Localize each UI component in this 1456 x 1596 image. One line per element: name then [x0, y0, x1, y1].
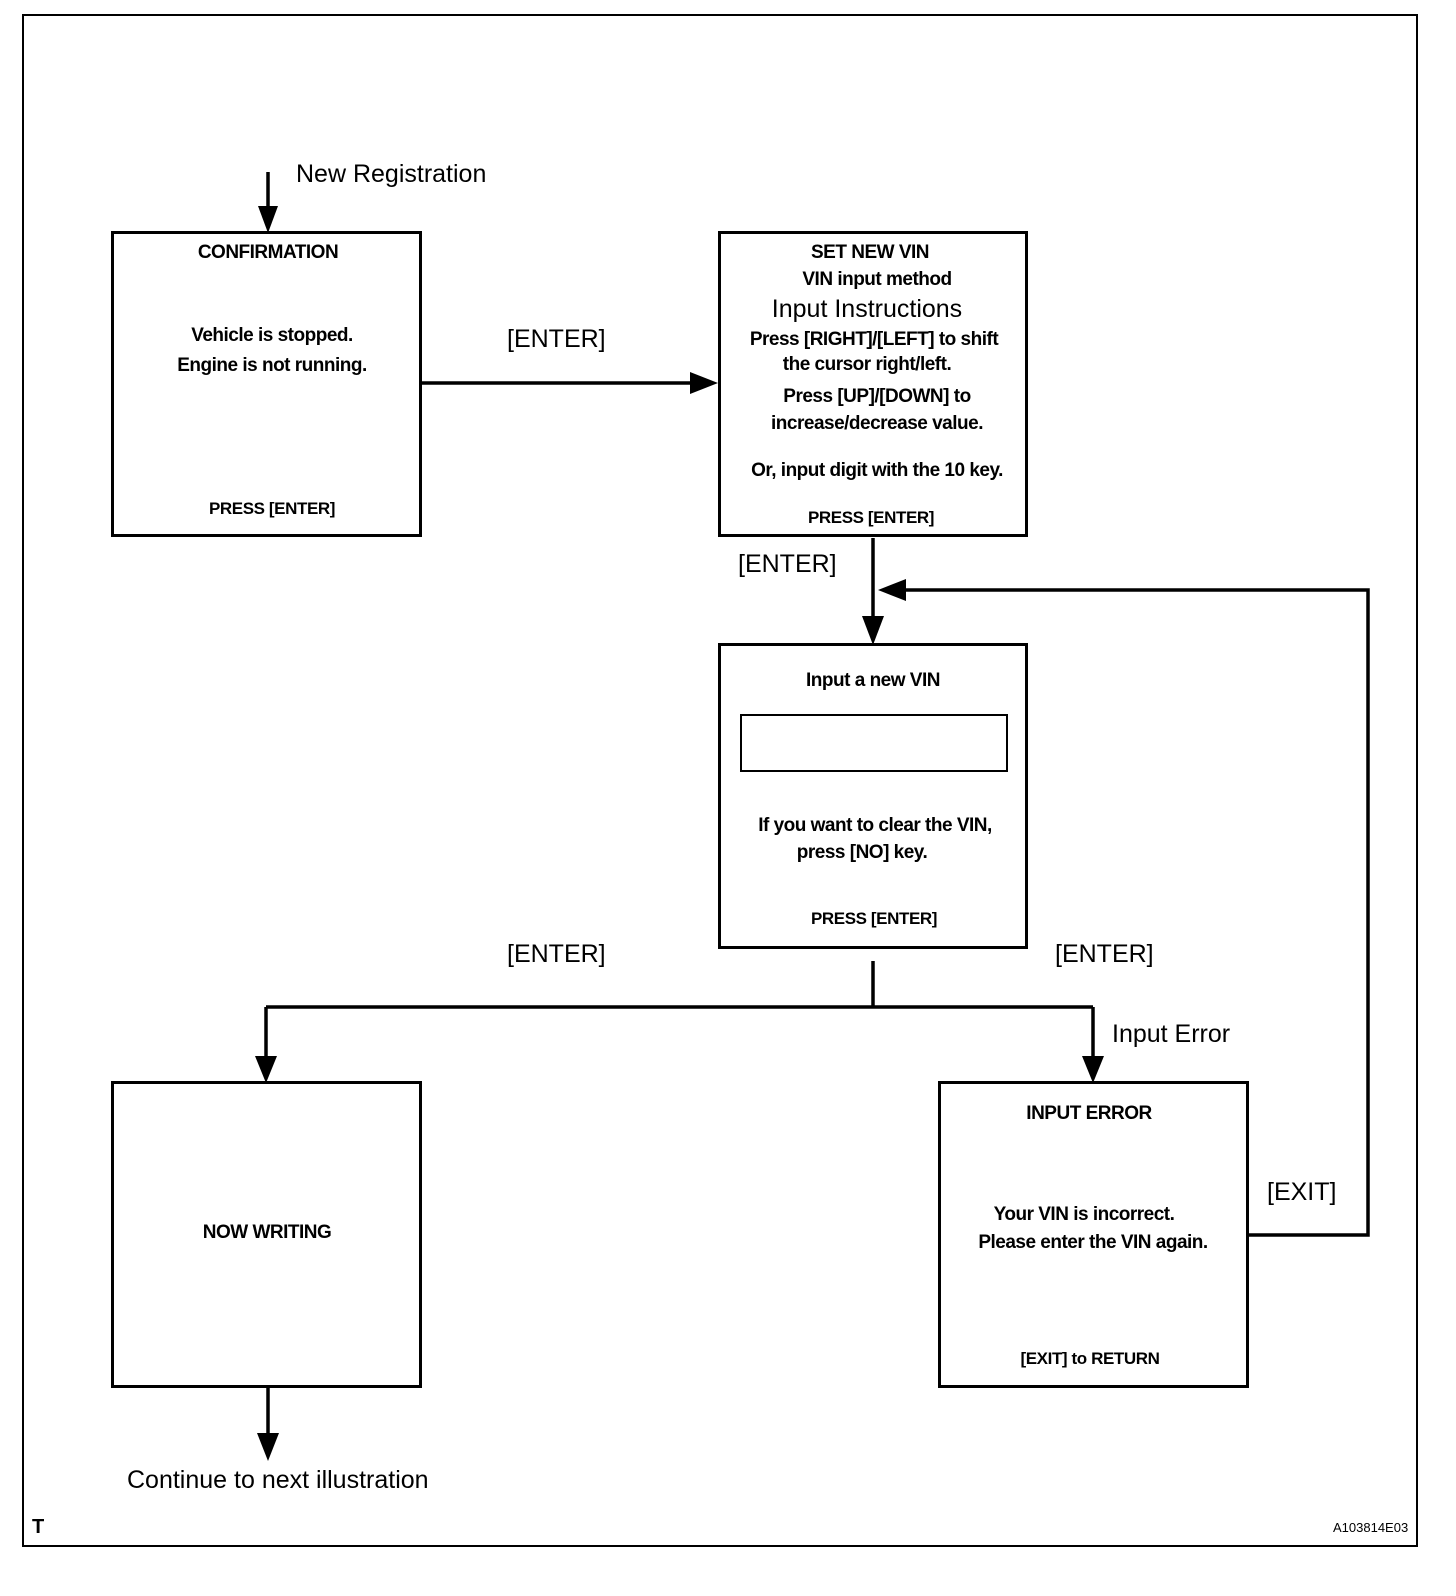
set-new-vin-subtitle: VIN input method	[802, 269, 952, 290]
branch-left-arrowhead	[255, 1056, 277, 1083]
input-error-line-1: Your VIN is incorrect.	[993, 1204, 1175, 1225]
set-new-vin-line-1: Press [RIGHT]/[LEFT] to shift	[749, 329, 999, 350]
confirmation-footer: PRESS [ENTER]	[208, 499, 336, 518]
branch-right-arrowhead	[1082, 1056, 1104, 1083]
enter-arrowhead-2	[862, 616, 884, 645]
input-error-label: Input Error	[1112, 1020, 1231, 1048]
input-instructions-heading: Input Instructions	[771, 295, 963, 323]
exit-loop-line	[906, 588, 1370, 1237]
enter-label-2: [ENTER]	[738, 550, 837, 578]
input-vin-screen	[718, 643, 1028, 949]
figure-code: A103814E03	[1333, 1520, 1409, 1535]
confirmation-title: CONFIRMATION	[197, 242, 339, 263]
confirmation-line-1: Vehicle is stopped.	[191, 325, 353, 346]
continue-arrowhead	[257, 1433, 279, 1461]
exit-label: [EXIT]	[1267, 1178, 1337, 1206]
input-error-line-2: Please enter the VIN again.	[978, 1232, 1208, 1253]
set-new-vin-line-4: increase/decrease value.	[771, 413, 983, 434]
input-vin-title: Input a new VIN	[806, 670, 940, 691]
enter-label-1: [ENTER]	[507, 325, 606, 353]
vin-entry-field	[740, 714, 1008, 772]
set-new-vin-line-5: Or, input digit with the 10 key.	[751, 460, 1003, 481]
set-new-vin-screen	[718, 231, 1028, 537]
enter-label-4: [ENTER]	[1055, 940, 1154, 968]
input-vin-footer: PRESS [ENTER]	[810, 909, 938, 928]
now-writing-screen	[111, 1081, 422, 1388]
entry-arrowhead	[258, 206, 278, 233]
exit-loop-arrowhead	[878, 579, 906, 601]
input-vin-line-1: If you want to clear the VIN,	[758, 815, 992, 836]
confirmation-line-2: Engine is not running.	[177, 355, 367, 376]
diagram-frame	[22, 14, 1418, 1547]
set-new-vin-line-3: Press [UP]/[DOWN] to	[783, 386, 971, 407]
enter-arrowhead-1	[690, 372, 718, 394]
input-error-footer: [EXIT] to RETURN	[1020, 1349, 1160, 1368]
confirmation-screen	[111, 231, 422, 537]
input-error-title: INPUT ERROR	[1026, 1103, 1152, 1124]
continue-label: Continue to next illustration	[127, 1466, 429, 1494]
corner-mark: T	[32, 1516, 45, 1538]
enter-label-3: [ENTER]	[507, 940, 606, 968]
set-new-vin-title: SET NEW VIN	[810, 242, 930, 263]
input-vin-line-2: press [NO] key.	[796, 842, 928, 863]
set-new-vin-footer: PRESS [ENTER]	[807, 508, 935, 527]
set-new-vin-line-2: the cursor right/left.	[782, 354, 952, 375]
now-writing-title: NOW WRITING	[202, 1222, 332, 1243]
new-registration-label: New Registration	[296, 160, 487, 188]
input-error-screen	[938, 1081, 1249, 1388]
